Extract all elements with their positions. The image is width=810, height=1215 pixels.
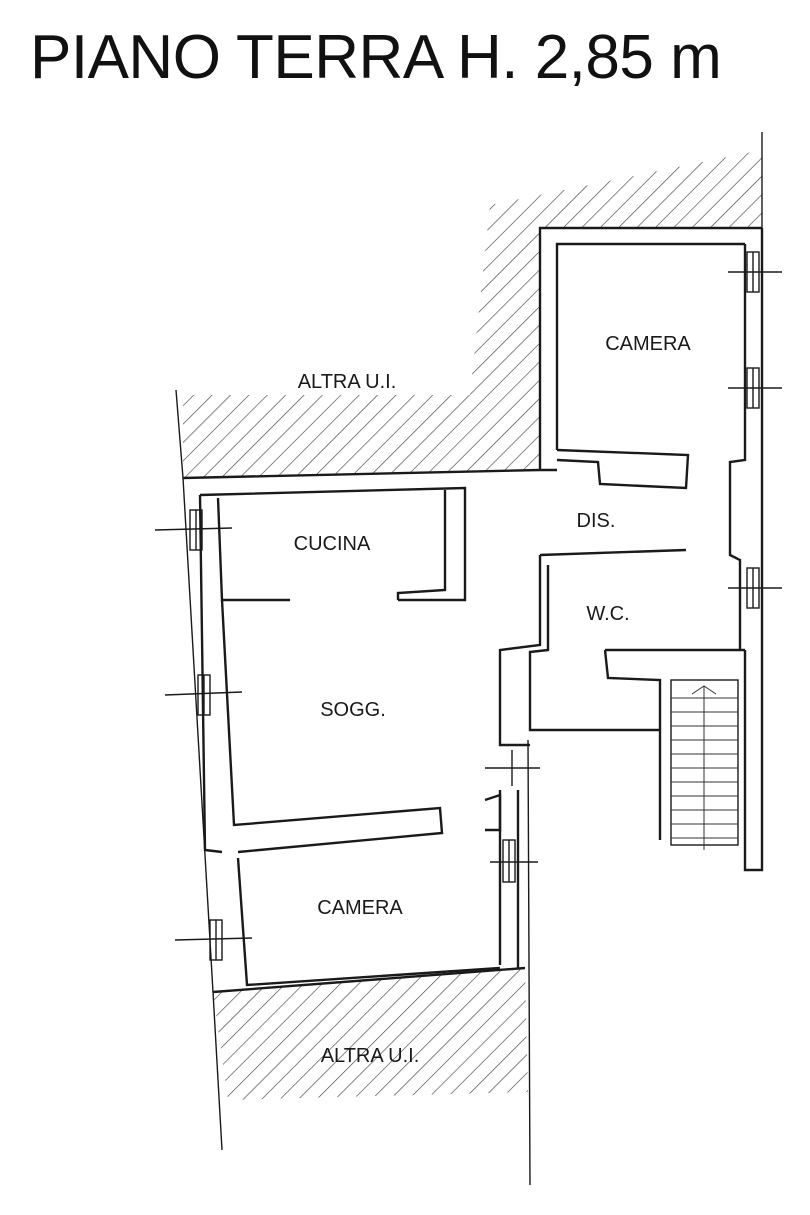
label-camera-top: CAMERA: [605, 333, 691, 355]
west-walls: [182, 468, 541, 994]
window-cucina: [154, 509, 233, 551]
east-walls: [728, 228, 764, 872]
label-dis: DIS.: [577, 510, 616, 532]
window-sogg: [164, 674, 243, 716]
window-camera-top-1: [728, 251, 782, 293]
wc-walls: [498, 548, 745, 840]
label-camera-bottom: CAMERA: [317, 897, 403, 919]
window-wc: [728, 567, 782, 609]
camera-top-walls: [538, 226, 762, 490]
door-entry: [485, 750, 540, 786]
window-south: [490, 839, 538, 883]
window-camera-top-2: [728, 367, 782, 409]
plan-title: PIANO TERRA H. 2,85 m: [30, 23, 722, 92]
window-camera-bottom: [174, 919, 253, 961]
label-altra-ui-bottom: ALTRA U.I.: [321, 1045, 420, 1067]
cucina-partition: [396, 490, 447, 600]
hatch-bottom: [213, 968, 528, 1100]
hatch-top: [183, 150, 762, 478]
label-wc: W.C.: [586, 603, 629, 625]
stair: [670, 679, 739, 850]
label-sogg: SOGG.: [320, 699, 386, 721]
windows: [154, 251, 782, 961]
south-walls: [484, 790, 520, 968]
label-altra-ui-top: ALTRA U.I.: [298, 371, 397, 393]
label-cucina: CUCINA: [294, 533, 371, 555]
